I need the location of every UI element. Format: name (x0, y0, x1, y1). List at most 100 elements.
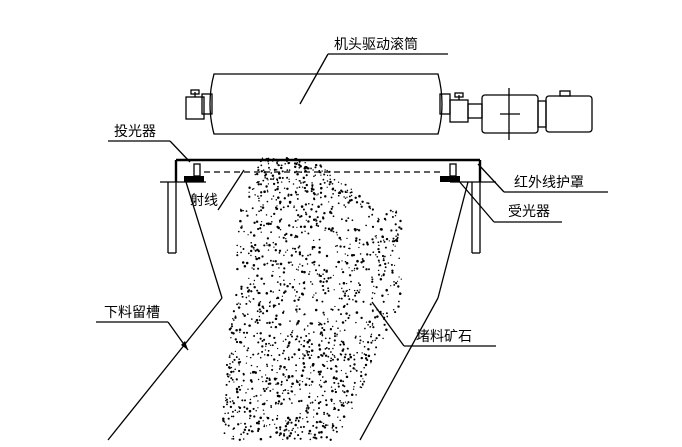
ore-particle (384, 262, 387, 266)
ore-particle (323, 173, 326, 176)
ore-particle (323, 181, 326, 184)
ore-particle (240, 341, 243, 344)
ore-particle (261, 255, 264, 258)
ore-particle (320, 340, 323, 342)
ore-particle (345, 312, 348, 315)
ore-particle (375, 286, 378, 289)
ore-particle (287, 344, 290, 347)
ore-particle (288, 224, 291, 227)
ore-particle (345, 219, 348, 222)
ore-particle (269, 259, 272, 262)
ore-particle (366, 202, 368, 204)
ore-particle (270, 172, 273, 174)
ore-particle (343, 329, 346, 332)
ore-particle (243, 345, 245, 347)
ore-particle (282, 340, 284, 342)
ore-particle (347, 201, 350, 204)
ore-particle (240, 422, 242, 424)
ore-particle (269, 435, 272, 439)
ore-particle (391, 249, 394, 252)
ore-particle (269, 389, 272, 392)
ore-particle (298, 383, 301, 386)
ore-particle (247, 252, 250, 255)
ore-particle (390, 229, 393, 232)
ore-particle (275, 199, 278, 201)
ore-particle (300, 270, 304, 274)
ore-particle (263, 190, 266, 193)
ore-particle (230, 337, 232, 339)
ore-particle (353, 386, 355, 388)
ore-particle (257, 341, 260, 344)
ore-particle (304, 383, 308, 386)
ore-particle (353, 358, 356, 361)
ore-particle (308, 429, 312, 433)
ore-particle (253, 221, 256, 224)
ore-particle (266, 177, 269, 180)
ore-particle (225, 398, 228, 401)
ore-particle (359, 342, 361, 344)
ore-particle (331, 182, 334, 185)
ore-particle (235, 378, 238, 381)
ore-particle (236, 396, 240, 399)
ore-particle (373, 285, 375, 288)
ore-particle (297, 246, 300, 249)
ore-particle (315, 210, 318, 213)
ore-particle (344, 253, 346, 255)
ore-particle (271, 274, 274, 277)
ore-particle (231, 361, 234, 363)
ore-particle (321, 170, 323, 172)
ore-particle (303, 365, 306, 369)
ore-particle (383, 323, 386, 326)
ore-particle (263, 389, 266, 393)
label-ray: 射线 (190, 169, 245, 211)
ore-particle (233, 358, 236, 361)
ore-particle (394, 245, 396, 247)
ore-particle (340, 401, 342, 404)
ore-particle (240, 285, 243, 289)
ore-particle (230, 325, 234, 328)
ore-particle (260, 164, 263, 167)
ore-particle (308, 339, 311, 342)
ore-particle (294, 250, 297, 253)
ore-particle (282, 434, 286, 437)
ore-particle (324, 227, 327, 230)
ore-particle (308, 384, 311, 387)
ore-particle (258, 319, 261, 321)
ore-particle (308, 273, 310, 275)
ore-particle (341, 341, 345, 344)
ore-particle (238, 302, 240, 304)
ore-particle (240, 209, 243, 212)
ore-particle (300, 292, 304, 296)
ore-particle (331, 389, 334, 393)
ore-particle (341, 190, 344, 193)
ore-particle (399, 293, 402, 295)
ore-particle (323, 381, 326, 384)
ore-particle (314, 174, 317, 176)
ore-particle (332, 325, 334, 328)
ore-particle (276, 161, 278, 164)
ore-particle (298, 416, 301, 419)
ore-particle (368, 320, 371, 324)
ore-particle (280, 284, 282, 286)
ore-particle (224, 423, 227, 426)
ore-particle (268, 305, 271, 308)
ore-particle (350, 401, 353, 404)
ore-particle (228, 380, 231, 383)
ore-particle (256, 274, 259, 277)
ore-particle (278, 236, 280, 238)
ore-particle (307, 220, 310, 223)
ore-particle (266, 377, 269, 380)
ore-particle (258, 292, 261, 295)
ore-particle (295, 209, 298, 212)
ore-particle (298, 186, 301, 189)
ore-particle (287, 335, 289, 337)
ore-particle (323, 364, 326, 368)
ore-particle (275, 426, 278, 429)
ore-particle (255, 220, 259, 223)
ore-particle (314, 269, 318, 272)
ore-particle (239, 219, 242, 223)
ore-particle (336, 335, 338, 337)
ore-particle (238, 369, 241, 373)
ore-particle (322, 425, 325, 428)
ore-particle (287, 194, 290, 197)
